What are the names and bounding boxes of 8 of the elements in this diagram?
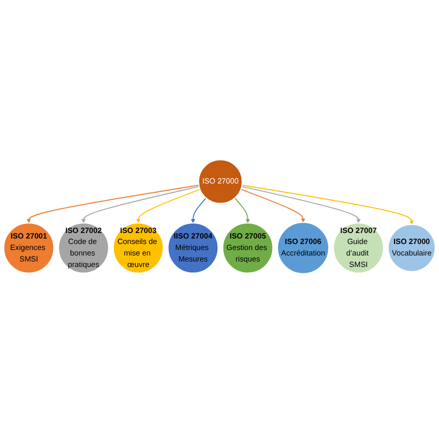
arrow	[234, 197, 250, 223]
arrow	[240, 188, 306, 222]
arrow	[241, 186, 361, 223]
arrow	[26, 184, 200, 223]
arrow	[81, 186, 200, 223]
arrow	[136, 188, 201, 223]
arrow	[241, 184, 414, 224]
arrow	[190, 197, 207, 223]
